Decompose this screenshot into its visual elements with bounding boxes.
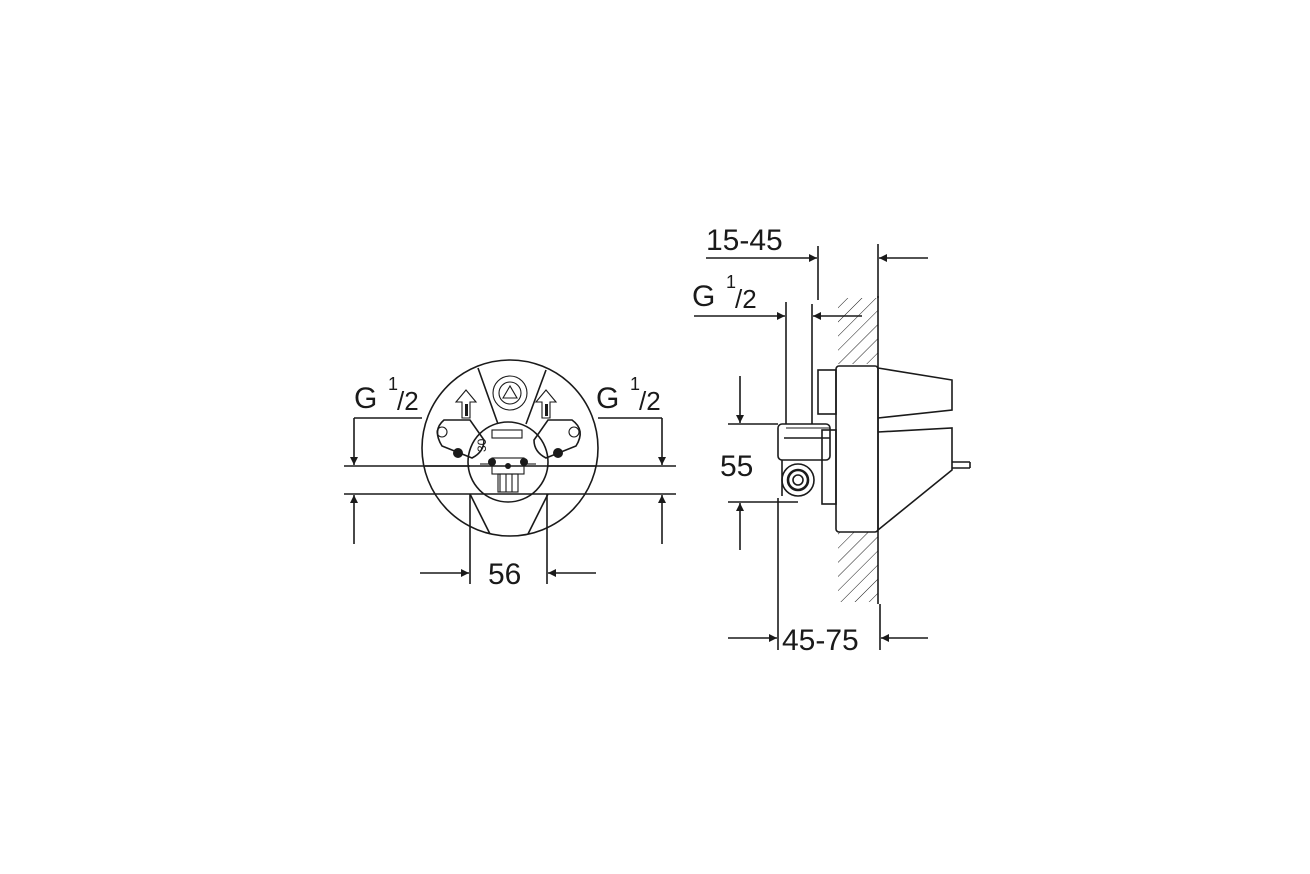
wall-depth-value: 15-45 <box>706 224 783 257</box>
svg-text:1: 1 <box>726 272 736 292</box>
thread-lines <box>344 465 676 495</box>
brand-label <box>491 429 523 439</box>
side-thread-label: G 1 /2 <box>692 272 757 314</box>
recycle-icon <box>492 375 528 411</box>
centers-dimension <box>420 494 596 584</box>
connection-height-dimension <box>728 376 798 550</box>
svg-text:1: 1 <box>630 374 640 394</box>
hub-circle <box>467 421 549 503</box>
connection-height-value: 55 <box>720 450 753 483</box>
right-thread-dimension <box>598 417 666 544</box>
thread-label-left: G 1 /2 <box>354 374 419 416</box>
front-view: 30 G <box>344 359 676 591</box>
installation-depth-value: 45-75 <box>782 624 859 657</box>
hub-marking: 30 <box>475 438 489 452</box>
thread-label-right: G 1 /2 <box>596 374 661 416</box>
segment-lines <box>425 367 596 535</box>
side-view: 15-45 G 1 /2 55 45-75 <box>692 224 971 657</box>
flow-up-arrow-icon <box>454 389 478 419</box>
mounting-plate-circle <box>421 359 599 537</box>
right-lug-hole-icon <box>553 448 563 458</box>
left-lug <box>436 419 485 459</box>
svg-text:G: G <box>354 382 377 415</box>
installation-depth-dimension <box>728 498 928 650</box>
flow-up-arrow-icon <box>534 389 558 419</box>
cartridge-upper <box>877 367 953 419</box>
inlet-body <box>777 423 831 461</box>
svg-text:G: G <box>692 280 715 313</box>
svg-text:/2: /2 <box>735 284 757 314</box>
left-lug-hole-icon <box>453 448 463 458</box>
wall-hatch-upper <box>838 298 878 364</box>
svg-text:/2: /2 <box>639 386 661 416</box>
svg-text:/2: /2 <box>397 386 419 416</box>
cartridge-lower <box>877 427 953 531</box>
mounting-plate <box>835 365 879 533</box>
wall-depth-dimension <box>706 244 928 300</box>
centers-distance-value: 56 <box>488 558 521 591</box>
svg-text:G: G <box>596 382 619 415</box>
left-thread-dimension <box>350 417 422 544</box>
side-thread-dimension <box>694 302 862 424</box>
wall-hatch-lower <box>838 532 878 602</box>
svg-text:1: 1 <box>388 374 398 394</box>
right-lug <box>533 419 581 459</box>
